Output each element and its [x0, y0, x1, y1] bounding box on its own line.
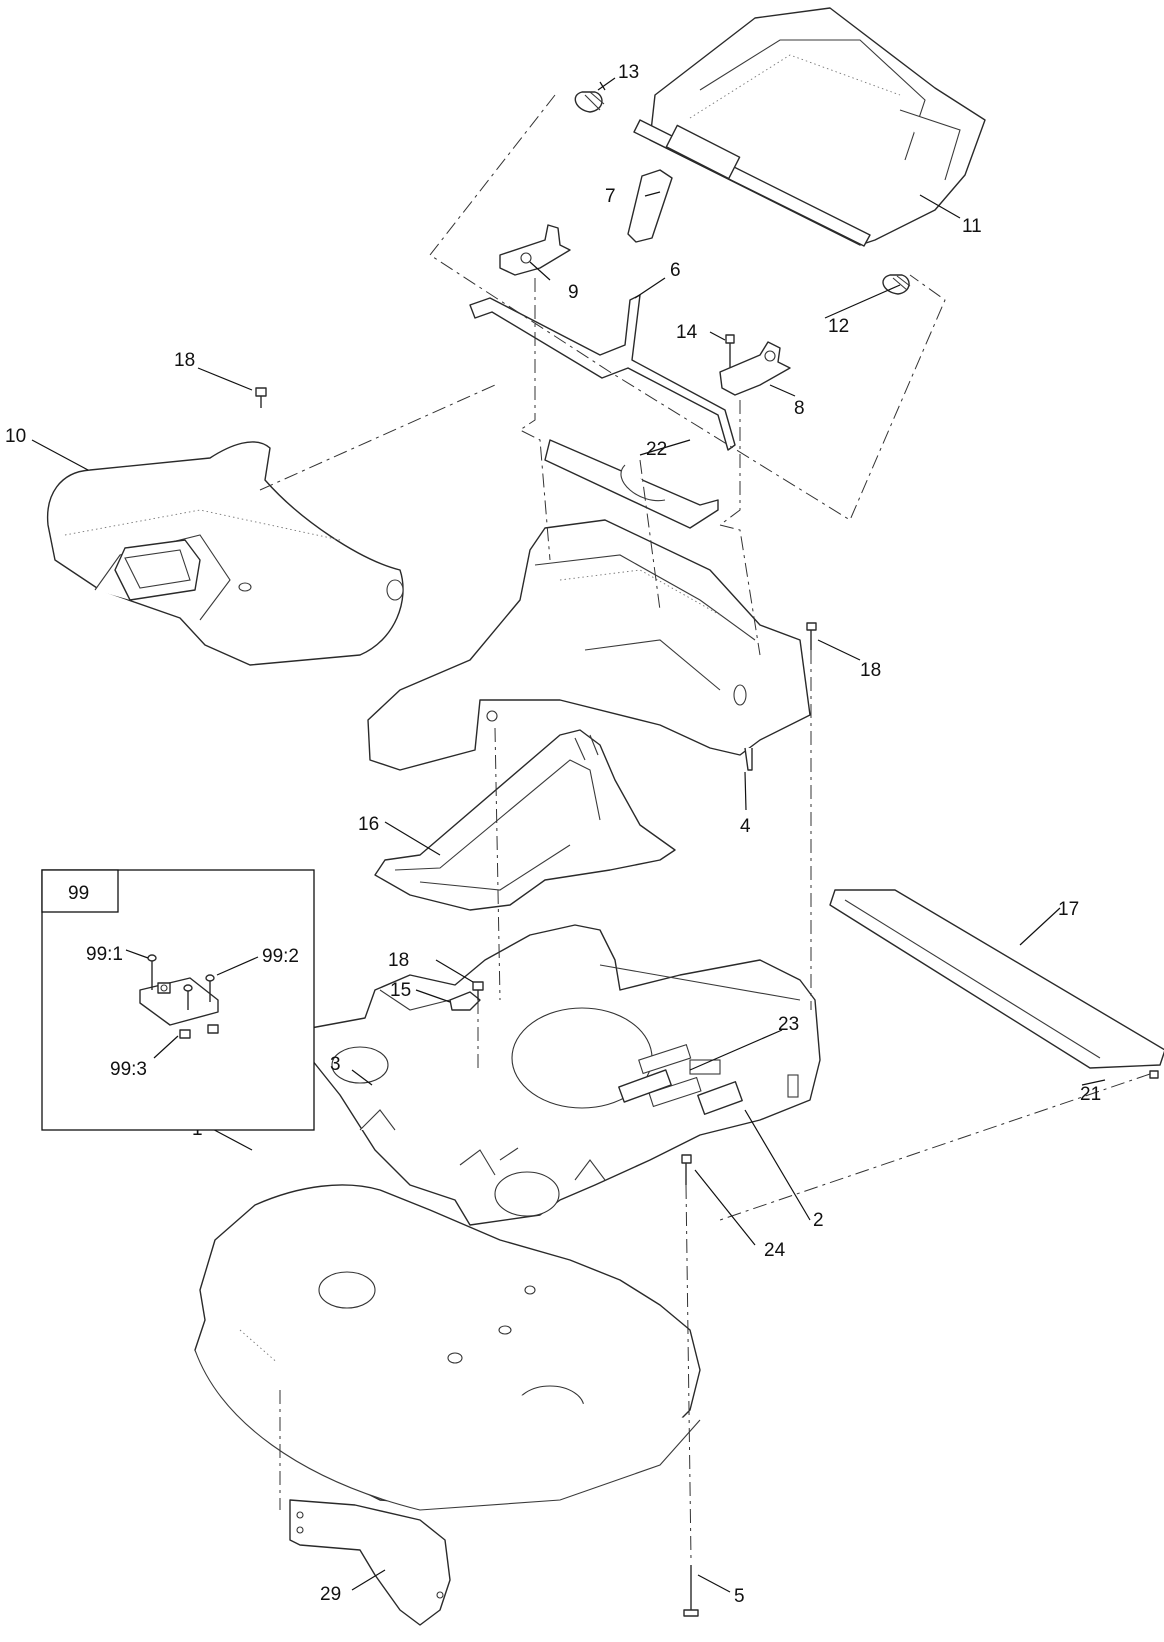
leader-lines	[31, 77, 1106, 1593]
callout-12: 12	[828, 316, 849, 337]
inset-plate[interactable]	[139, 977, 219, 1026]
callout-7: 7	[605, 186, 616, 207]
callout-23: 23	[778, 1014, 799, 1035]
part-18-screw-c[interactable]	[472, 981, 484, 1000]
callout-8: 8	[794, 398, 805, 419]
callout-14: 14	[676, 322, 698, 343]
callout-2: 2	[813, 1210, 824, 1231]
part-18-screw-a[interactable]	[255, 387, 267, 408]
inset-title: 99	[68, 883, 89, 904]
part-9-bracket[interactable]	[499, 224, 571, 276]
part-5-bolt[interactable]	[683, 1565, 699, 1617]
callout-11: 11	[962, 216, 982, 237]
part-7-pad[interactable]	[627, 169, 673, 243]
callout-6: 6	[670, 260, 681, 281]
callout-15: 15	[390, 980, 411, 1001]
callout-22: 22	[646, 439, 667, 460]
callout-9: 9	[568, 282, 579, 303]
callout-21: 21	[1080, 1084, 1101, 1105]
inset-callout-99-2: 99:2	[262, 946, 299, 967]
part-29-shield[interactable]	[289, 1499, 451, 1626]
part-18-screw-b[interactable]	[806, 622, 817, 650]
callout-16: 16	[358, 814, 379, 835]
part-3-chassis[interactable]	[299, 924, 821, 1226]
part-1-deck[interactable]	[194, 1184, 701, 1511]
assembly-lines	[259, 94, 1151, 1561]
part-17-strip[interactable]	[829, 889, 1164, 1069]
callout-13: 13	[618, 62, 639, 83]
part-23-decal[interactable]	[618, 1069, 672, 1103]
callout-4: 4	[740, 816, 751, 837]
callout-5: 5	[734, 1586, 745, 1607]
part-16-footrest[interactable]	[374, 729, 676, 911]
inset-panel-99: 99 99:1 99:2 99:3	[41, 869, 315, 1131]
inset-callout-99-1: 99:1	[86, 944, 123, 965]
callout-29: 29	[320, 1584, 341, 1605]
callout-24: 24	[764, 1240, 786, 1261]
part-21-screw[interactable]	[1149, 1070, 1159, 1079]
part-22-decal[interactable]	[544, 439, 719, 529]
part-4-panel[interactable]	[367, 519, 811, 771]
callout-17: 17	[1058, 899, 1079, 920]
callout-3: 3	[330, 1054, 341, 1075]
inset-screw-99-2[interactable]	[183, 974, 215, 1010]
part-14-bolt[interactable]	[725, 334, 735, 368]
callout-10: 10	[5, 426, 26, 447]
part-24-bolt[interactable]	[681, 1154, 692, 1185]
part-10-cover[interactable]	[46, 441, 404, 666]
part-6-rod[interactable]	[469, 294, 736, 451]
inset-title-box	[41, 869, 119, 913]
part-15-bracket[interactable]	[449, 991, 481, 1011]
part-11-seat-cover[interactable]	[633, 7, 986, 247]
callout-18-top: 18	[174, 350, 195, 371]
inset-nuts-99-3[interactable]	[179, 1024, 219, 1039]
part-2-decal[interactable]	[697, 1081, 743, 1115]
part-8-bracket[interactable]	[719, 341, 791, 396]
callout-18-lower: 18	[388, 950, 409, 971]
part-13-spring[interactable]	[574, 81, 606, 113]
inset-callout-99-3: 99:3	[110, 1059, 147, 1080]
callout-18-middle: 18	[860, 660, 881, 681]
